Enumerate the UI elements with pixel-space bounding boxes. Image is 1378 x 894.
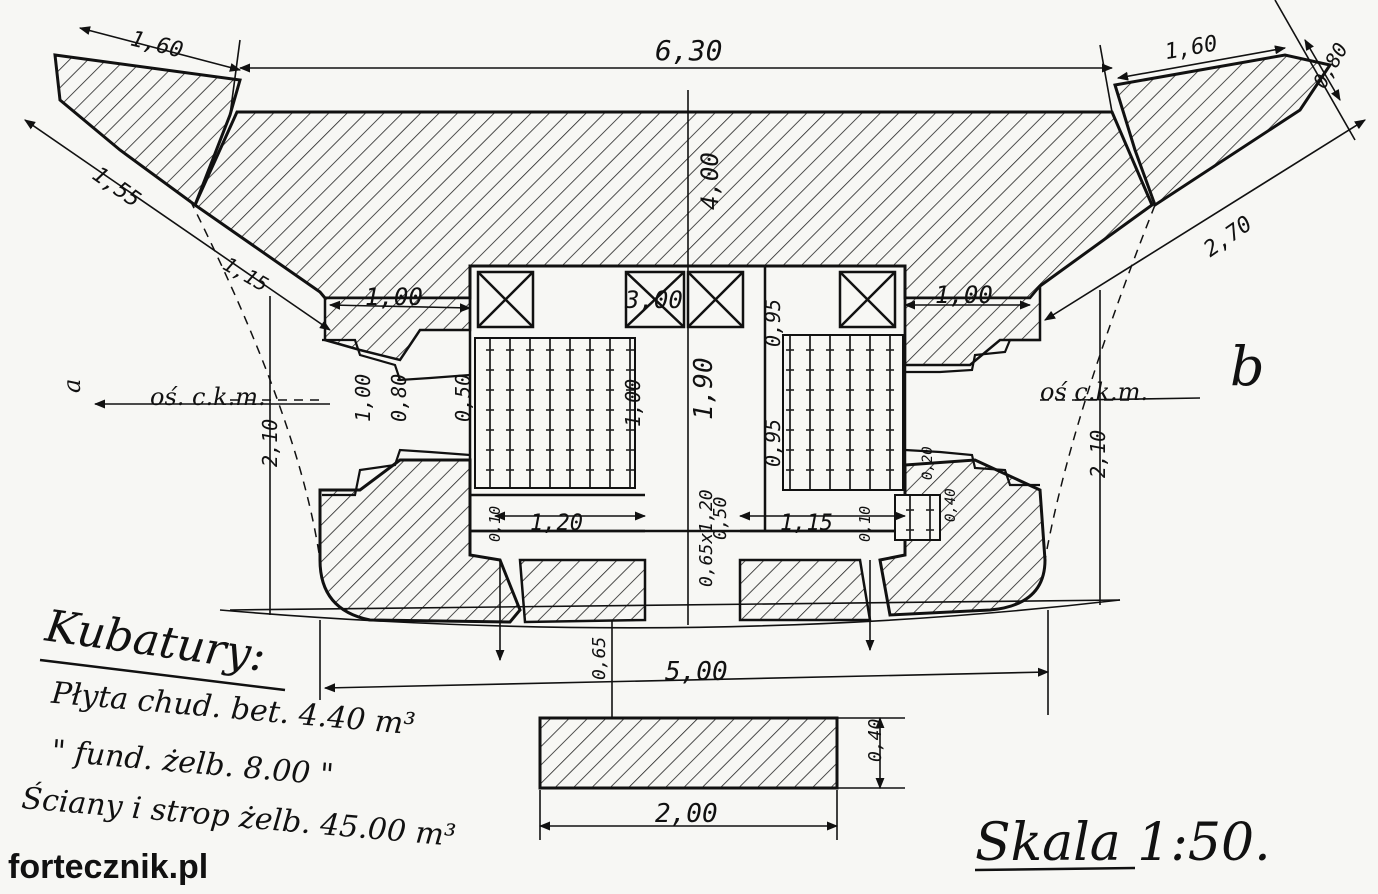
concrete-body: [53, 53, 1333, 624]
dim-right-embrasure: 1,00: [935, 281, 993, 309]
dim-left-slope: 1,55: [87, 162, 145, 213]
axis-label-left: oś. c.k.m.: [150, 383, 266, 411]
dim-right-wall-height: 2,10: [1086, 430, 1110, 478]
floor-mid-right-hatch: [738, 558, 872, 622]
dim-foundation-step: 0,65: [589, 637, 610, 680]
dim-right-room-height: 0,95: [761, 299, 785, 347]
dim-overall-height: 4,00: [696, 152, 724, 210]
dim-left-opening-inner: 0,50: [451, 374, 475, 422]
dim-top-left-wing: 1,60: [128, 27, 185, 64]
roof-mass: [193, 110, 1154, 300]
dim-right-room-lower: 0,95: [761, 419, 785, 467]
dashed-construction-lines: [189, 199, 1156, 561]
dim-left-lower: 1,15: [219, 252, 273, 297]
dim-right-slope: 2,70: [1199, 212, 1257, 263]
dim-small-box-b: 0,40: [943, 488, 959, 522]
dim-left-wall-height: 2,10: [258, 419, 282, 467]
left-rack: [474, 337, 636, 489]
dim-inner-span: 3,00: [624, 286, 683, 314]
dim-top-right-wing: 1,60: [1163, 31, 1220, 65]
right-rack: [782, 334, 904, 491]
small-niche: [894, 494, 941, 541]
foundation-slab: [538, 716, 839, 790]
dim-small-box-a: 0,20: [920, 446, 936, 480]
right-wing-hatch: [1113, 53, 1333, 208]
axis-labels: a oś. c.k.m. oś c.k.m. b: [58, 335, 1265, 411]
dim-center-height: 1,90: [689, 357, 719, 420]
kubatury-line-2: " fund. żelb. 8.00 ": [50, 734, 335, 794]
dim-left-room-height: 1,00: [621, 379, 645, 427]
watermark: fortecznik.pl: [8, 848, 208, 886]
kubatury-line-3: Ściany i strop żelb. 45.00 m³: [20, 780, 457, 854]
kubatury-heading: Kubatury:: [41, 600, 268, 681]
dim-right-room-width: 1,15: [780, 511, 833, 536]
kubatury-line-1: Płyta chud. bet. 4.40 m³: [49, 676, 417, 743]
dim-foundation-width: 5,00: [665, 657, 728, 687]
section-mark-left: a: [58, 379, 86, 393]
axis-label-right: oś c.k.m.: [1040, 378, 1148, 406]
embrasures: [322, 338, 1040, 497]
floor-mid-left-hatch: [518, 558, 647, 624]
dim-small-left: 0,10: [486, 506, 504, 542]
vent-box-left: [476, 270, 535, 329]
vent-box-center-a: [624, 270, 686, 329]
dim-left-embrasure: 1,00: [365, 283, 423, 311]
kubatury-notes: Kubatury: Płyta chud. bet. 4.40 m³ " fun…: [20, 600, 457, 853]
dim-door-lower: 0,50: [710, 497, 731, 540]
dim-slab-height: 0,40: [865, 719, 886, 762]
dim-small-right: 0,10: [856, 506, 874, 542]
vent-box-right: [838, 270, 897, 329]
scale-label: Skala 1:50.: [975, 813, 1271, 873]
dim-door-size: 0,65x1,20: [696, 489, 717, 587]
section-mark-right: b: [1230, 335, 1265, 398]
dim-left-opening-mid: 0,80: [387, 374, 411, 422]
dim-slab-width: 2,00: [655, 799, 718, 829]
dim-left-opening-outer: 1,00: [351, 374, 375, 422]
dimension-labels: 1,60 6,30 1,60 0,80 1,55 2,70 1,15 4,00 …: [87, 27, 1352, 829]
dim-top-span: 6,30: [655, 34, 722, 67]
dimension-lines: [24, 0, 1366, 840]
dim-left-room-width: 1,20: [530, 511, 583, 536]
